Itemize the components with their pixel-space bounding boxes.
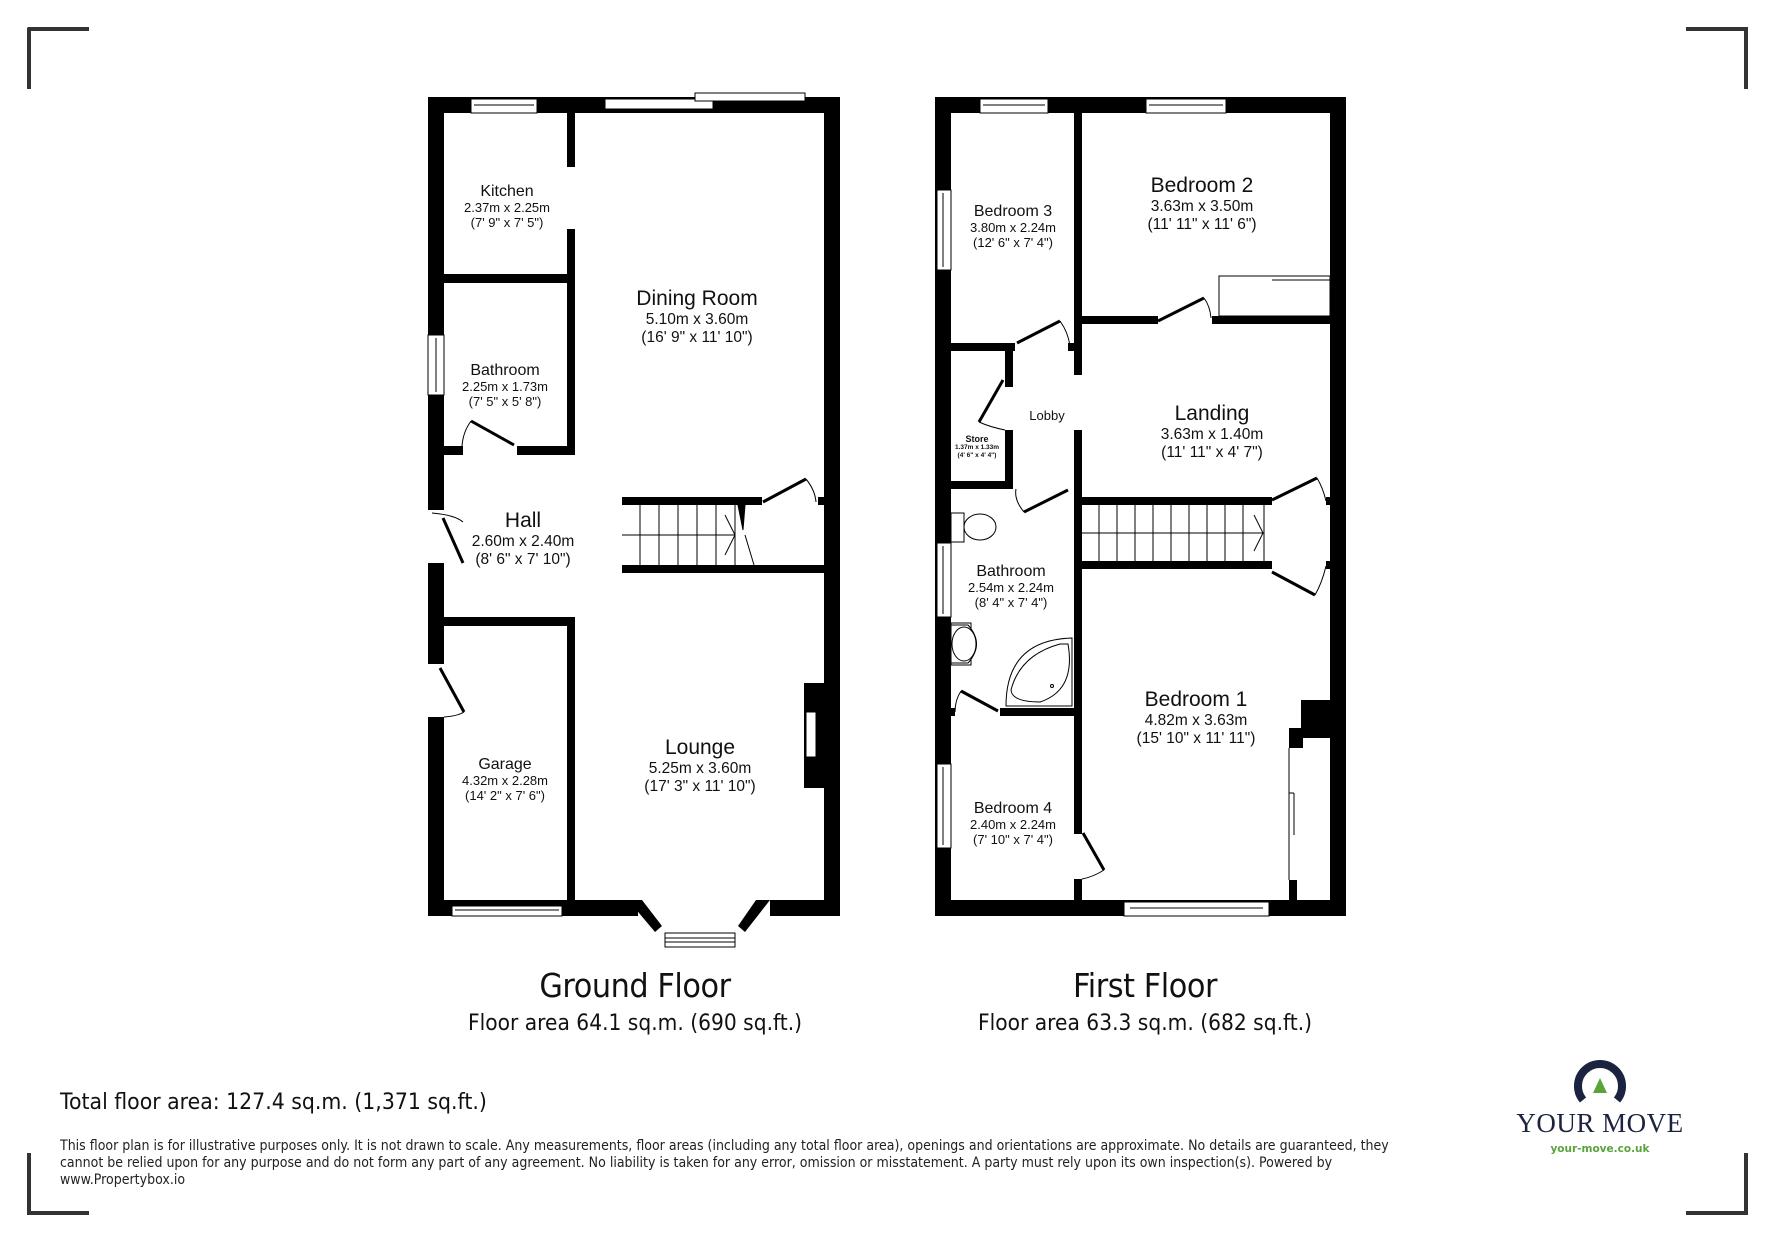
room-imperial: (16' 9" x 11' 10") (641, 328, 753, 346)
room-name: Bathroom (470, 362, 540, 379)
first-floor-walls (935, 97, 1346, 916)
room-label-bathroom-ground: Bathroom 2.25m x 1.73m (7' 5" x 5' 8") (462, 362, 548, 410)
fireplace (805, 711, 817, 758)
first-floor-windows (936, 98, 1331, 917)
room-label-bedroom-1: Bedroom 1 4.82m x 3.63m (15' 10" x 11' 1… (1137, 688, 1256, 748)
room-name: Kitchen (480, 183, 534, 200)
logo-mark-icon (1574, 1060, 1626, 1103)
room-imperial: (7' 9" x 7' 5") (470, 215, 544, 231)
room-metric: 4.82m x 3.63m (1144, 712, 1248, 730)
ground-floor-stairs (622, 504, 755, 566)
first-floor-stairs (1082, 505, 1265, 561)
logo-url: your-move.co.uk (1550, 1143, 1650, 1155)
room-metric: 2.25m x 1.73m (462, 379, 548, 395)
room-name: Lobby (1029, 408, 1065, 423)
crop-mark-bottom-left (27, 1153, 89, 1215)
room-metric: 2.60m x 2.40m (471, 533, 575, 551)
room-name: Dining Room (636, 287, 758, 310)
room-imperial: (11' 11" x 11' 6") (1147, 215, 1257, 233)
room-name: Hall (504, 509, 542, 532)
room-metric: 3.80m x 2.24m (970, 220, 1056, 236)
room-imperial: (14' 2" x 7' 6") (465, 788, 545, 804)
room-label-landing: Landing 3.63m x 1.40m (11' 11" x 4' 7") (1161, 402, 1264, 462)
disclaimer-text: This floor plan is for illustrative purp… (60, 1138, 1389, 1188)
ground-floor-caption: Ground Floor Floor area 64.1 sq.m. (690 … (453, 966, 816, 1036)
room-metric: 1.37m x 1.33m (954, 444, 1000, 452)
first-floor-doors (954, 296, 1327, 880)
toilet-bowl (963, 513, 997, 541)
first-floor-caption: First Floor Floor area 63.3 sq.m. (682 s… (963, 966, 1326, 1036)
room-label-bedroom-2: Bedroom 2 3.63m x 3.50m (11' 11" x 11' 6… (1147, 174, 1256, 234)
room-name: Landing (1174, 402, 1250, 425)
logo-wordmark: YOUR MOVE (1516, 1108, 1684, 1138)
room-name: Lounge (664, 736, 736, 759)
room-imperial: (7' 10" x 7' 4") (973, 832, 1053, 848)
room-name: Bedroom 2 (1150, 174, 1254, 197)
toilet-cistern (950, 512, 965, 543)
ground-floor-openings (428, 510, 444, 717)
room-metric: 5.10m x 3.60m (645, 311, 749, 329)
room-metric: 2.37m x 2.25m (464, 200, 550, 216)
room-imperial: (12' 6" x 7' 4") (973, 235, 1053, 251)
crop-mark-bottom-right (1686, 1153, 1748, 1215)
room-imperial: (8' 4" x 7' 4") (974, 595, 1048, 611)
room-label-lounge: Lounge 5.25m x 3.60m (17' 3" x 11' 10") (644, 736, 755, 796)
crop-mark-top-left (27, 27, 89, 89)
room-label-garage: Garage 4.32m x 2.28m (14' 2" x 7' 6") (462, 756, 548, 804)
room-imperial: (7' 5" x 5' 8") (468, 394, 542, 410)
room-name: Garage (478, 756, 532, 773)
room-metric: 2.40m x 2.24m (970, 817, 1056, 833)
room-name: Bedroom 4 (973, 800, 1053, 817)
room-metric: 5.25m x 3.60m (648, 760, 752, 778)
floor-title: Ground Floor (539, 966, 731, 1005)
room-label-bathroom-first: Bathroom 2.54m x 2.24m (8' 4" x 7' 4") (968, 563, 1054, 611)
ground-floor-windows (427, 92, 806, 948)
room-metric: 4.32m x 2.28m (462, 773, 548, 789)
room-label-dining-room: Dining Room 5.10m x 3.60m (16' 9" x 11' … (636, 287, 757, 347)
room-imperial: (17' 3" x 11' 10") (644, 777, 756, 795)
room-name: Store (965, 434, 989, 444)
floor-area: Floor area 64.1 sq.m. (690 sq.ft.) (467, 1011, 803, 1036)
crop-mark-top-right (1686, 27, 1748, 89)
room-name: Bedroom 1 (1144, 688, 1248, 711)
room-metric: 3.63m x 1.40m (1160, 426, 1264, 444)
ground-floor-doors (431, 419, 817, 718)
room-label-bedroom-3: Bedroom 3 3.80m x 2.24m (12' 6" x 7' 4") (970, 203, 1056, 251)
floor-title: First Floor (1072, 966, 1218, 1005)
room-metric: 3.63m x 3.50m (1150, 198, 1254, 216)
room-label-lobby: Lobby (1029, 408, 1065, 424)
room-imperial: (15' 10" x 11' 11") (1136, 729, 1256, 747)
total-floor-area: Total floor area: 127.4 sq.m. (1,371 sq.… (60, 1090, 487, 1115)
room-label-hall: Hall 2.60m x 2.40m (8' 6" x 7' 10") (472, 509, 575, 569)
room-imperial: (11' 11" x 4' 7") (1161, 443, 1263, 461)
room-label-kitchen: Kitchen 2.37m x 2.25m (7' 9" x 7' 5") (464, 183, 550, 231)
floor-area: Floor area 63.3 sq.m. (682 sq.ft.) (977, 1011, 1313, 1036)
room-metric: 2.54m x 2.24m (968, 580, 1054, 596)
room-label-bedroom-4: Bedroom 4 2.40m x 2.24m (7' 10" x 7' 4") (970, 800, 1056, 848)
bathroom-fixtures (950, 512, 1073, 707)
room-name: Bedroom 3 (973, 203, 1053, 220)
room-imperial: (8' 6" x 7' 10") (475, 550, 571, 568)
room-name: Bathroom (976, 563, 1046, 580)
your-move-logo: YOUR MOVE your-move.co.uk (1510, 1058, 1690, 1155)
room-imperial: (4' 6" x 4' 4") (957, 451, 997, 459)
room-label-store: Store 1.37m x 1.33m (4' 6" x 4' 4") (955, 434, 999, 459)
